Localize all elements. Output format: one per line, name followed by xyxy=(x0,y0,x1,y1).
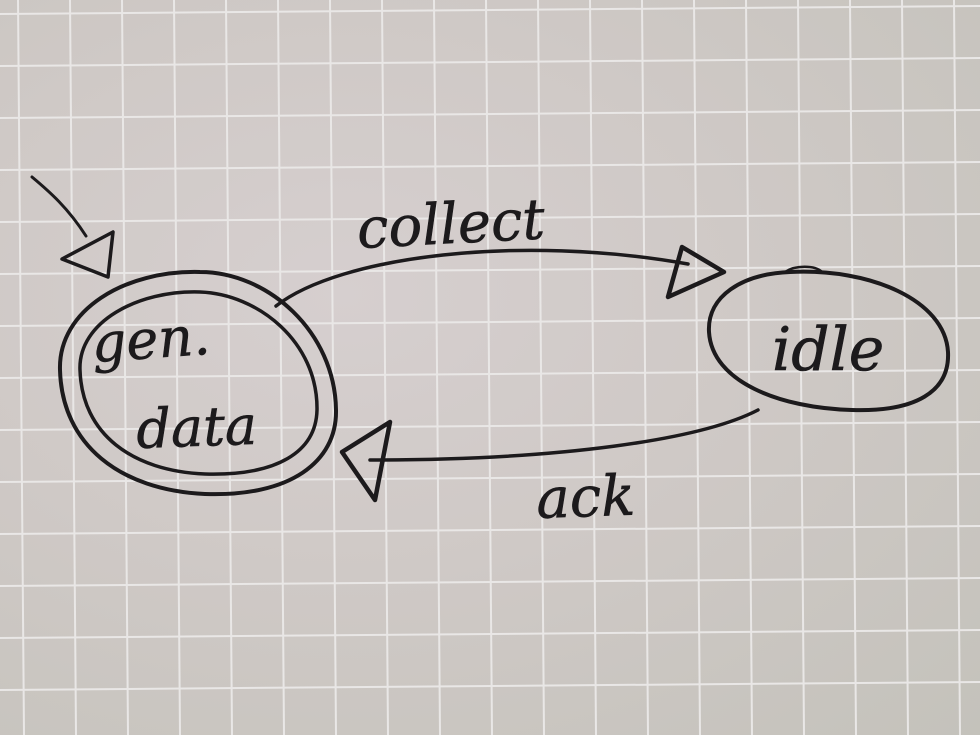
grid-line-horizontal xyxy=(0,109,980,119)
grid-line-horizontal xyxy=(0,369,980,379)
transition-ack: ack xyxy=(339,408,760,532)
state-gen-data: gen. data xyxy=(57,269,339,497)
grid-line-vertical xyxy=(173,0,181,735)
grid-line-horizontal xyxy=(0,421,980,431)
grid-line-vertical xyxy=(849,0,857,735)
grid-line-vertical xyxy=(277,0,285,735)
grid-line-vertical xyxy=(433,0,441,735)
state-gen-data-inner-ring xyxy=(78,290,319,476)
grid-line-vertical xyxy=(17,0,25,735)
grid-line-vertical xyxy=(329,0,337,735)
grid-line-vertical xyxy=(693,0,701,735)
grid-line-horizontal xyxy=(0,317,980,327)
grid-line-vertical xyxy=(641,0,649,735)
grid-line-vertical xyxy=(225,0,233,735)
grid-line-vertical xyxy=(69,0,77,735)
grid-line-vertical xyxy=(797,0,805,735)
grid-line-vertical xyxy=(485,0,493,735)
grid-line-horizontal xyxy=(0,473,980,483)
grid-line-horizontal xyxy=(0,57,980,67)
state-gen-data-label-line1: gen. xyxy=(90,304,213,375)
grid-line-horizontal xyxy=(0,161,980,171)
grid-line-horizontal xyxy=(0,629,980,639)
grid-line-vertical xyxy=(121,0,129,735)
transition-ack-label: ack xyxy=(535,464,636,532)
transition-collect: collect xyxy=(274,187,727,308)
grid-line-horizontal xyxy=(0,5,980,15)
state-gen-data-outer-ring xyxy=(57,269,339,497)
state-gen-data-label-line2: data xyxy=(135,394,258,461)
state-idle: idle xyxy=(706,265,951,413)
transition-collect-arrow xyxy=(274,248,690,308)
grid-line-horizontal xyxy=(0,681,980,691)
transition-ack-arrow xyxy=(368,408,760,462)
grid-line-horizontal xyxy=(0,577,980,587)
transition-collect-label: collect xyxy=(355,187,547,262)
state-idle-label: idle xyxy=(772,315,884,385)
grid-line-vertical xyxy=(745,0,753,735)
grid-line-vertical xyxy=(589,0,597,735)
grid-line-horizontal xyxy=(0,213,980,223)
grid-line-vertical xyxy=(381,0,389,735)
grid-line-vertical xyxy=(953,0,961,735)
grid-line-horizontal xyxy=(0,525,980,535)
grid-line-vertical xyxy=(537,0,545,735)
initial-state-arrow xyxy=(30,175,115,279)
grid-line-vertical xyxy=(901,0,909,735)
